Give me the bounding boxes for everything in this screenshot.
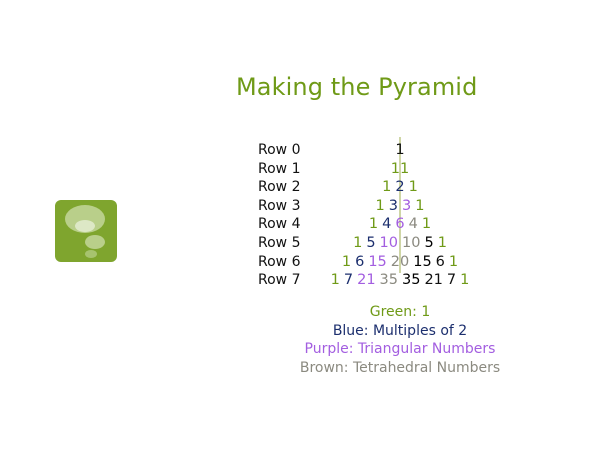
- pyramid-cell: 7: [446, 272, 457, 289]
- thought-bubble-icon: [55, 200, 117, 262]
- pyramid-cell: 5: [366, 234, 376, 251]
- pyramid-cell: 10: [402, 234, 421, 251]
- legend-green: Green: 1: [369, 304, 431, 320]
- row-label: Row 4: [258, 216, 301, 233]
- pyramid-row-0: 1: [300, 141, 500, 160]
- pyramid-cell: 35: [379, 272, 398, 289]
- pyramid-cell: 1: [368, 216, 379, 233]
- bubble-medium: [85, 235, 105, 249]
- pyramid-cell: 1: [400, 160, 410, 177]
- row-label: Row 7: [258, 272, 301, 289]
- bubble-highlight: [75, 220, 95, 232]
- legend-brown: Brown: Tetrahedral Numbers: [299, 359, 501, 376]
- color-legend: Green: 1 Blue: Multiples of 2 Purple: Tr…: [260, 303, 540, 377]
- pyramid-cell: 5: [424, 234, 434, 251]
- pyramid-cell: 1: [395, 142, 405, 158]
- pyramid-cell: 6: [395, 216, 405, 233]
- pyramid-cell: 1: [390, 160, 400, 177]
- pyramid-cell: 15: [368, 253, 387, 270]
- legend-purple: Purple: Triangular Numbers: [304, 341, 496, 357]
- slide-title: Making the Pyramid: [236, 73, 478, 101]
- pyramid-cell: 2: [395, 179, 405, 196]
- pyramid-cell: 1: [415, 197, 425, 214]
- pyramid-cell: 4: [408, 216, 418, 233]
- pyramid-cell: 1: [375, 197, 385, 214]
- pyramid-cell: 6: [355, 253, 365, 270]
- row-label: Row 0: [258, 142, 301, 158]
- pyramid-cell: 1: [448, 253, 459, 270]
- pyramid-cell: 3: [388, 197, 398, 214]
- legend-blue: Blue: Multiples of 2: [332, 322, 468, 339]
- pyramid-cell: 1: [341, 253, 352, 270]
- pyramid-cell: 21: [424, 272, 443, 289]
- pyramid-cell: 21: [357, 272, 376, 289]
- pyramid-cell: 10: [379, 234, 398, 251]
- pyramid-cell: 6: [435, 253, 445, 270]
- row-label: Row 3: [258, 197, 301, 214]
- row-labels: Row 0 Row 1 Row 2 Row 3 Row 4 Row 5 Row …: [258, 141, 300, 290]
- pyramid-row-1: 11: [300, 160, 500, 179]
- row-label: Row 1: [258, 160, 301, 177]
- pyramid-cell: 15: [413, 253, 432, 270]
- pyramid-cell: 4: [382, 216, 392, 233]
- pyramid-cell: 1: [460, 272, 470, 289]
- pyramid-cell: 7: [343, 272, 354, 289]
- pyramid-cell: 35: [402, 272, 421, 289]
- row-label: Row 6: [258, 253, 301, 270]
- row-label: Row 2: [258, 179, 301, 196]
- pyramid-cell: 1: [408, 179, 418, 196]
- pyramid-cell: 1: [437, 234, 447, 251]
- row-label: Row 5: [258, 234, 301, 251]
- pyramid-cell: 1: [330, 272, 340, 289]
- pyramid-cell: 1: [353, 234, 363, 251]
- pyramid-cell: 3: [402, 197, 412, 214]
- pyramid-cell: 1: [421, 216, 432, 233]
- pyramid-cell: 1: [382, 179, 392, 196]
- pyramid-cell: 20: [390, 253, 410, 270]
- center-axis-line: [399, 137, 401, 273]
- bubble-small: [85, 250, 97, 258]
